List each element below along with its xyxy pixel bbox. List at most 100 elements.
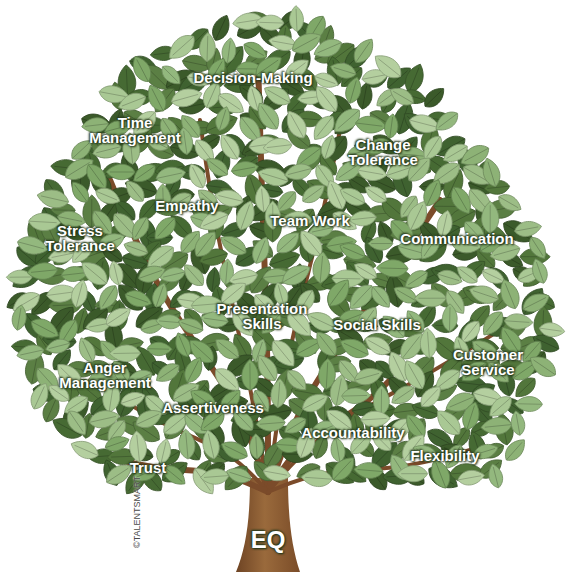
leaf-vein [397,290,416,301]
leaf-vein [73,143,89,158]
leaf-blade [190,227,221,261]
leaf-vein [387,167,410,175]
leaf [343,75,364,105]
leaf-vein [378,59,400,76]
leaf-vein [156,286,163,306]
leaf-blade [419,327,437,358]
leaf-vein [427,183,437,205]
leaf-blade [420,84,448,112]
leaf-blade [93,185,122,208]
leaf-vein [158,219,175,237]
leaf-vein [183,61,208,66]
leaf-blade [116,90,149,115]
leaf-vein [438,274,459,280]
leaf-vein [184,131,187,154]
leaf-blade [147,342,172,356]
leaf-blade [262,137,293,156]
leaf-blade [525,234,550,262]
leaf-blade [414,290,446,307]
leaf-vein [531,238,543,256]
leaf-blade [26,262,58,281]
leaf-vein [311,316,334,327]
leaf-vein [460,269,477,281]
leaf-vein [249,363,250,389]
leaf [106,164,135,179]
leaf-vein [96,191,116,200]
leaf [249,234,274,266]
leaf [158,265,186,284]
leaf-blade [252,351,282,385]
leaf [370,50,406,84]
leaf-blade [383,113,399,139]
leaf-blade [128,214,153,244]
leaf-vein [288,169,311,175]
leaf-blade [102,303,134,331]
leaf-vein [331,184,342,208]
leaf-vein [174,218,191,236]
leaf-vein [219,96,240,110]
leaf-vein [89,165,104,185]
leaf-vein [102,286,115,306]
leaf-vein [219,196,243,202]
leaf [143,82,170,115]
leaf-vein [187,267,202,284]
leaf [44,337,71,356]
leaf-vein [518,379,534,394]
leaf-blade [311,35,345,61]
leaf-vein [362,86,366,109]
leaf [15,234,49,258]
leaf-blade [348,210,377,228]
leaf-vein [256,240,265,262]
leaf-blade [256,15,284,31]
leaf-vein [487,186,509,188]
leaf-vein [212,270,214,291]
leaf-blade [215,131,244,164]
leaf [403,198,432,234]
leaf-vein [136,166,154,179]
leaf-vein [181,322,202,330]
leaf-blade [432,108,462,136]
leaf-vein [333,278,361,280]
leaf-vein [427,137,440,157]
leaf [525,234,550,262]
leaf-blade [279,260,314,290]
leaf-vein [114,264,119,284]
leaf-vein [353,286,371,305]
leaf-vein [317,43,340,53]
leaf-vein [122,97,145,106]
leaf [147,342,172,356]
leaf-vein [216,370,235,387]
leaf-vein [262,173,287,181]
leaf-vein [224,239,245,252]
leaf-vein [320,256,322,282]
leaf-blade [283,366,311,394]
leaf-vein [49,343,70,348]
leaf [432,108,462,136]
leaf-vein [288,371,303,387]
leaf-vein [304,234,321,255]
leaf-vein [172,94,198,101]
leaf-vein [32,322,55,334]
leaf-blade [185,161,210,191]
leaf [279,260,314,290]
leaf-vein [209,161,227,174]
leaf [538,321,565,338]
leaf-blade [169,85,204,110]
leaf [350,35,379,67]
leaf-vein [245,45,264,56]
leaf-vein [449,307,451,330]
leaf [495,191,524,216]
leaf-vein [86,416,89,437]
leaf-blade [319,133,339,160]
leaf-vein [343,247,364,256]
leaf [272,228,303,258]
leaf-vein [159,366,178,379]
leaf-vein [283,269,306,282]
leaf-vein [403,337,420,359]
leaf-vein [188,361,199,382]
leaf-blade [242,359,259,390]
leaf-vein [490,205,491,232]
leaf-vein [66,162,90,176]
leaf-vein [350,81,356,103]
